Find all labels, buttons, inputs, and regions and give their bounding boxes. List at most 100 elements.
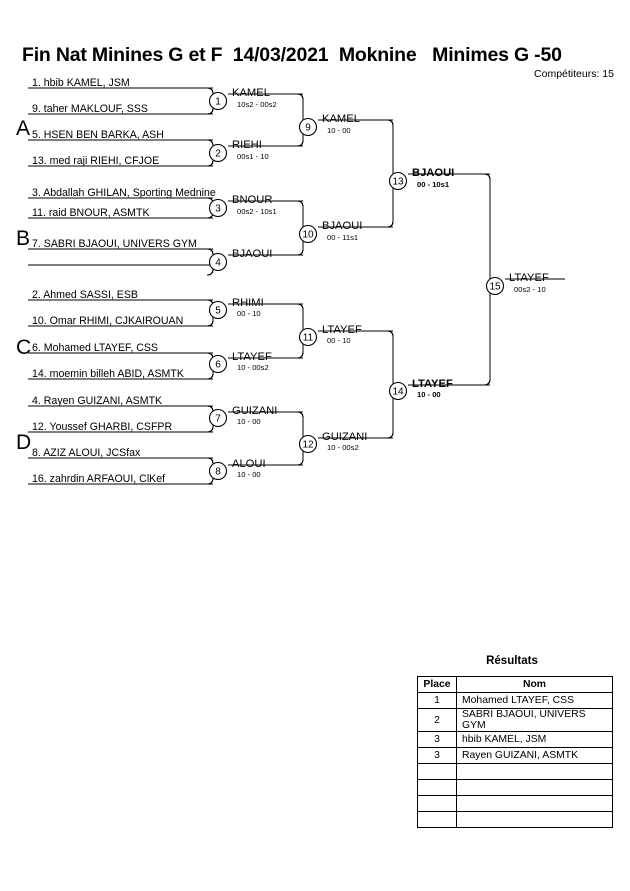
competitor-name-list: 1. hbib KAMEL, JSM 9. taher MAKLOUF, SSS 5…: [32, 77, 216, 485]
match-score: 00 - 10: [237, 309, 261, 318]
competitor-name: 1. hbib KAMEL, JSM: [32, 77, 130, 89]
result-name: hbib KAMEL, JSM: [456, 731, 613, 748]
match-node-circle[interactable]: [208, 252, 228, 272]
result-place: 3: [417, 747, 457, 764]
match-node-circle[interactable]: [208, 198, 228, 218]
match-winner-name: LTAYEF: [509, 272, 549, 284]
match-node-circle[interactable]: [388, 171, 408, 191]
match-score: 10 - 00: [417, 390, 441, 399]
match-score: 10 - 00s2: [237, 363, 269, 372]
result-place: [417, 779, 457, 796]
match-node-circle[interactable]: [208, 408, 228, 428]
competitor-name: 7. SABRI BJAOUI, UNIVERS GYM: [32, 238, 197, 250]
section-letter-b: B: [16, 227, 31, 250]
match-winner-name: GUIZANI: [232, 405, 278, 417]
table-row: [417, 779, 613, 796]
table-row: [417, 763, 613, 780]
page-title: Fin Nat Minines G et F 14/03/2021 Moknin…: [22, 44, 562, 66]
competitor-name: 8. AZIZ ALOUI, JCSfax: [32, 447, 141, 459]
match-node-circle[interactable]: [298, 224, 318, 244]
match-node-circle[interactable]: [485, 276, 505, 296]
competitor-name: 13. med raji RIEHI, CFJOE: [32, 155, 160, 167]
match-node-circle[interactable]: [298, 434, 318, 454]
match-node-number: 14: [392, 387, 404, 398]
match-node-number: 9: [305, 123, 311, 134]
match-winner-name: LTAYEF: [412, 378, 453, 390]
competitor-name: 16. zahrdin ARFAOUI, ClKef: [32, 473, 166, 485]
match-node-number: 13: [392, 177, 404, 188]
competitors-count: Compétiteurs: 15: [534, 68, 614, 80]
match-node-circle[interactable]: [298, 117, 318, 137]
match-node-circle[interactable]: [388, 381, 408, 401]
match-node-circle[interactable]: [208, 354, 228, 374]
match-score: 10 - 00s2: [327, 443, 359, 452]
result-place: 3: [417, 731, 457, 748]
table-row: [417, 811, 613, 828]
result-place: [417, 763, 457, 780]
match-node-number: 3: [215, 204, 221, 215]
match-score: 10 - 00: [327, 126, 351, 135]
match-node-number: 2: [215, 149, 221, 160]
match-node-circle[interactable]: [208, 143, 228, 163]
match-node-number: 11: [303, 333, 314, 344]
result-name: [456, 763, 613, 780]
table-row: [417, 795, 613, 812]
competitor-name: 14. moemin billeh ABID, ASMTK: [32, 368, 184, 380]
section-letter-a: A: [16, 117, 31, 140]
match-winner-name: BJAOUI: [322, 220, 363, 232]
match-node-number: 1: [215, 97, 221, 108]
match-node-number: 6: [215, 360, 221, 371]
competitor-name: 9. taher MAKLOUF, SSS: [32, 103, 148, 115]
match-node-number: 12: [302, 440, 314, 451]
match-node-circle[interactable]: [208, 300, 228, 320]
competitor-name: 5. HSEN BEN BARKA, ASH: [32, 129, 164, 141]
result-name: SABRI BJAOUI, UNIVERS GYM: [456, 708, 613, 732]
match-winner-name: KAMEL: [322, 113, 360, 125]
match-winner-name: RHIMI: [232, 297, 264, 309]
result-place: [417, 811, 457, 828]
match-score: 00s2 - 10s1: [237, 207, 277, 216]
result-place: 2: [417, 708, 457, 732]
match-score: 00s2 - 10: [514, 285, 546, 294]
competitor-name: 4. Rayen GUIZANI, ASMTK: [32, 395, 163, 407]
match-score: 10 - 00: [237, 470, 261, 479]
competitor-name: 2. Ahmed SASSI, ESB: [32, 289, 138, 301]
match-node-circle[interactable]: [208, 91, 228, 111]
match-score: 00 - 10s1: [417, 180, 450, 189]
match-winner-name: KAMEL: [232, 87, 270, 99]
match-node-number: 15: [489, 282, 501, 293]
match-winner-name: BNOUR: [232, 194, 273, 206]
match-winner-name: LTAYEF: [322, 324, 362, 336]
match-node-number: 10: [302, 230, 314, 241]
competitor-name: 10. Omar RHIMI, CJKAIROUAN: [32, 315, 184, 327]
competitor-name: 12. Youssef GHARBI, CSFPR: [32, 421, 173, 433]
result-name: Mohamed LTAYEF, CSS: [456, 692, 613, 709]
competitor-name: 11. raid BNOUR, ASMTK: [32, 207, 150, 219]
results-header-row: Place Nom: [417, 676, 613, 693]
match-score: 10 - 00: [237, 417, 261, 426]
match-score: 00s1 - 10: [237, 152, 269, 161]
results-col-nom: Nom: [456, 676, 613, 693]
match-winner-name: GUIZANI: [322, 431, 368, 443]
match-node-number: 5: [215, 306, 221, 317]
result-name: [456, 811, 613, 828]
match-winner-name: ALOUI: [232, 458, 266, 470]
result-name: [456, 779, 613, 796]
result-name: Rayen GUIZANI, ASMTK: [456, 747, 613, 764]
result-name: [456, 795, 613, 812]
match-node-circle[interactable]: [208, 461, 228, 481]
match-winner-name: RIEHI: [232, 139, 262, 151]
match-node-circle[interactable]: [298, 327, 318, 347]
results-col-place: Place: [417, 676, 457, 693]
result-place: [417, 795, 457, 812]
match-winner-name: BJAOUI: [412, 167, 455, 179]
result-place: 1: [417, 692, 457, 709]
section-letter-c: C: [16, 336, 32, 359]
